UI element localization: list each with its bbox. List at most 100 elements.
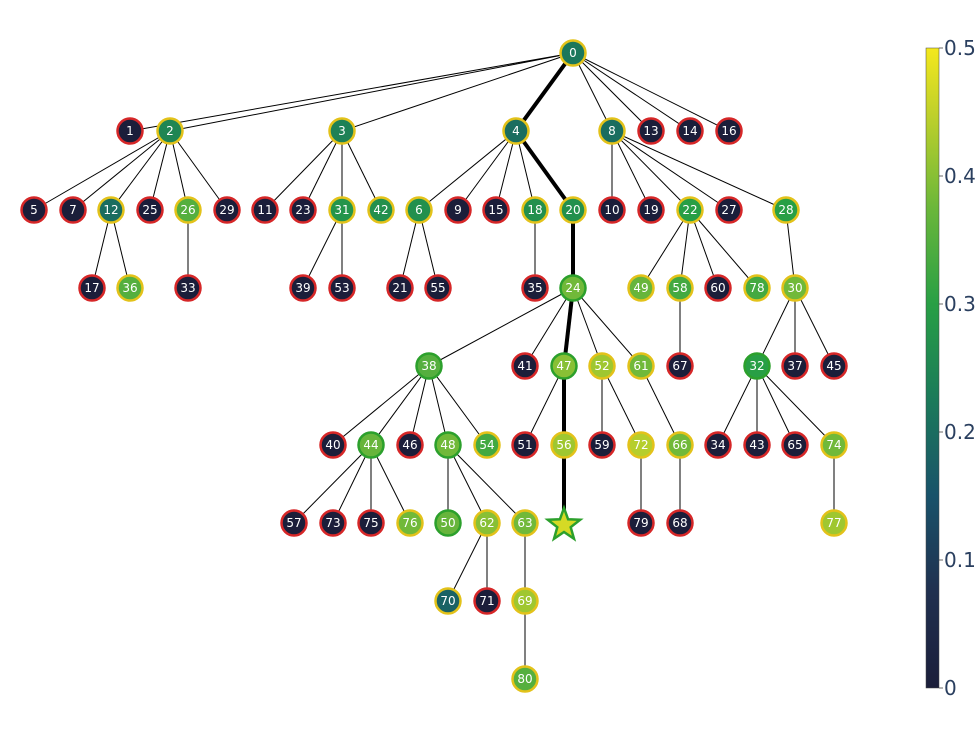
tree-node-31[interactable]: 31	[328, 196, 356, 224]
tree-node-43[interactable]: 43	[743, 431, 771, 459]
tree-node-61[interactable]: 61	[627, 352, 655, 380]
node-circle	[174, 274, 202, 302]
tree-node-51[interactable]: 51	[511, 431, 539, 459]
node-label: 47	[556, 359, 571, 373]
tree-node-24[interactable]: 24	[559, 274, 587, 302]
tree-node-13[interactable]: 13	[637, 117, 665, 145]
tree-node-60[interactable]: 60	[704, 274, 732, 302]
tree-node-72[interactable]: 72	[627, 431, 655, 459]
tree-node-78[interactable]: 78	[743, 274, 771, 302]
tree-node-71[interactable]: 71	[473, 587, 501, 615]
tree-node-2[interactable]: 2	[156, 117, 184, 145]
tree-node-52[interactable]: 52	[588, 352, 616, 380]
tree-node-63[interactable]: 63	[511, 509, 539, 537]
tree-node-15[interactable]: 15	[482, 196, 510, 224]
tree-node-53[interactable]: 53	[328, 274, 356, 302]
node-circle	[637, 117, 665, 145]
tree-node-23[interactable]: 23	[289, 196, 317, 224]
tree-node-4[interactable]: 4	[502, 117, 530, 145]
edge-48-63	[447, 444, 526, 524]
tree-node-8[interactable]: 8	[598, 117, 626, 145]
tree-node-29[interactable]: 29	[213, 196, 241, 224]
tree-node-44[interactable]: 44	[357, 431, 385, 459]
node-circle	[396, 431, 424, 459]
tree-node-28[interactable]: 28	[772, 196, 800, 224]
tree-node-17[interactable]: 17	[78, 274, 106, 302]
tree-node-47[interactable]: 47	[550, 352, 578, 380]
tree-node-56[interactable]: 56	[550, 431, 578, 459]
tree-node-26[interactable]: 26	[174, 196, 202, 224]
colorbar-tick-label: 0.2	[944, 420, 976, 444]
tree-node-30[interactable]: 30	[781, 274, 809, 302]
tree-node-7[interactable]: 7	[59, 196, 87, 224]
node-circle	[405, 196, 433, 224]
tree-node-11[interactable]: 11	[251, 196, 279, 224]
tree-node-74[interactable]: 74	[820, 431, 848, 459]
tree-node-42[interactable]: 42	[367, 196, 395, 224]
tree-node-55[interactable]: 55	[424, 274, 452, 302]
tree-node-54[interactable]: 54	[473, 431, 501, 459]
tree-node-36[interactable]: 36	[116, 274, 144, 302]
tree-node-70[interactable]: 70	[434, 587, 462, 615]
node-circle	[715, 196, 743, 224]
node-label: 15	[488, 203, 503, 217]
goal-star-node[interactable]	[544, 504, 584, 542]
node-label: 14	[682, 124, 697, 138]
tree-node-79[interactable]: 79	[627, 509, 655, 537]
tree-node-48[interactable]: 48	[434, 431, 462, 459]
tree-node-76[interactable]: 76	[396, 509, 424, 537]
tree-node-38[interactable]: 38	[415, 352, 443, 380]
node-circle	[415, 352, 443, 380]
tree-node-73[interactable]: 73	[319, 509, 347, 537]
tree-node-37[interactable]: 37	[781, 352, 809, 380]
node-circle	[627, 352, 655, 380]
tree-node-19[interactable]: 19	[637, 196, 665, 224]
tree-node-25[interactable]: 25	[136, 196, 164, 224]
tree-node-33[interactable]: 33	[174, 274, 202, 302]
tree-node-50[interactable]: 50	[434, 509, 462, 537]
tree-node-9[interactable]: 9	[444, 196, 472, 224]
node-circle	[676, 196, 704, 224]
tree-node-1[interactable]: 1	[116, 117, 144, 145]
tree-node-77[interactable]: 77	[820, 509, 848, 537]
tree-node-41[interactable]: 41	[511, 352, 539, 380]
tree-node-65[interactable]: 65	[781, 431, 809, 459]
node-label: 33	[180, 281, 195, 295]
node-label: 50	[440, 516, 455, 530]
tree-node-75[interactable]: 75	[357, 509, 385, 537]
tree-node-57[interactable]: 57	[280, 509, 308, 537]
tree-node-67[interactable]: 67	[666, 352, 694, 380]
tree-node-14[interactable]: 14	[676, 117, 704, 145]
tree-node-46[interactable]: 46	[396, 431, 424, 459]
tree-node-32[interactable]: 32	[743, 352, 771, 380]
tree-node-16[interactable]: 16	[715, 117, 743, 145]
tree-node-58[interactable]: 58	[666, 274, 694, 302]
tree-node-5[interactable]: 5	[20, 196, 48, 224]
tree-node-66[interactable]: 66	[666, 431, 694, 459]
tree-node-39[interactable]: 39	[289, 274, 317, 302]
tree-node-0[interactable]: 0	[559, 39, 587, 67]
tree-node-12[interactable]: 12	[97, 196, 125, 224]
tree-node-20[interactable]: 20	[559, 196, 587, 224]
tree-node-62[interactable]: 62	[473, 509, 501, 537]
tree-node-21[interactable]: 21	[386, 274, 414, 302]
node-label: 37	[787, 359, 802, 373]
tree-node-80[interactable]: 80	[511, 665, 539, 693]
tree-node-59[interactable]: 59	[588, 431, 616, 459]
tree-node-34[interactable]: 34	[704, 431, 732, 459]
tree-node-6[interactable]: 6	[405, 196, 433, 224]
edge-52-72	[601, 365, 642, 446]
tree-node-40[interactable]: 40	[319, 431, 347, 459]
tree-node-68[interactable]: 68	[666, 509, 694, 537]
node-circle	[781, 352, 809, 380]
tree-node-35[interactable]: 35	[521, 274, 549, 302]
tree-node-27[interactable]: 27	[715, 196, 743, 224]
tree-node-69[interactable]: 69	[511, 587, 539, 615]
tree-node-22[interactable]: 22	[676, 196, 704, 224]
tree-node-10[interactable]: 10	[598, 196, 626, 224]
tree-node-18[interactable]: 18	[521, 196, 549, 224]
tree-node-45[interactable]: 45	[820, 352, 848, 380]
tree-node-3[interactable]: 3	[328, 117, 356, 145]
star-icon	[544, 504, 584, 542]
tree-node-49[interactable]: 49	[627, 274, 655, 302]
